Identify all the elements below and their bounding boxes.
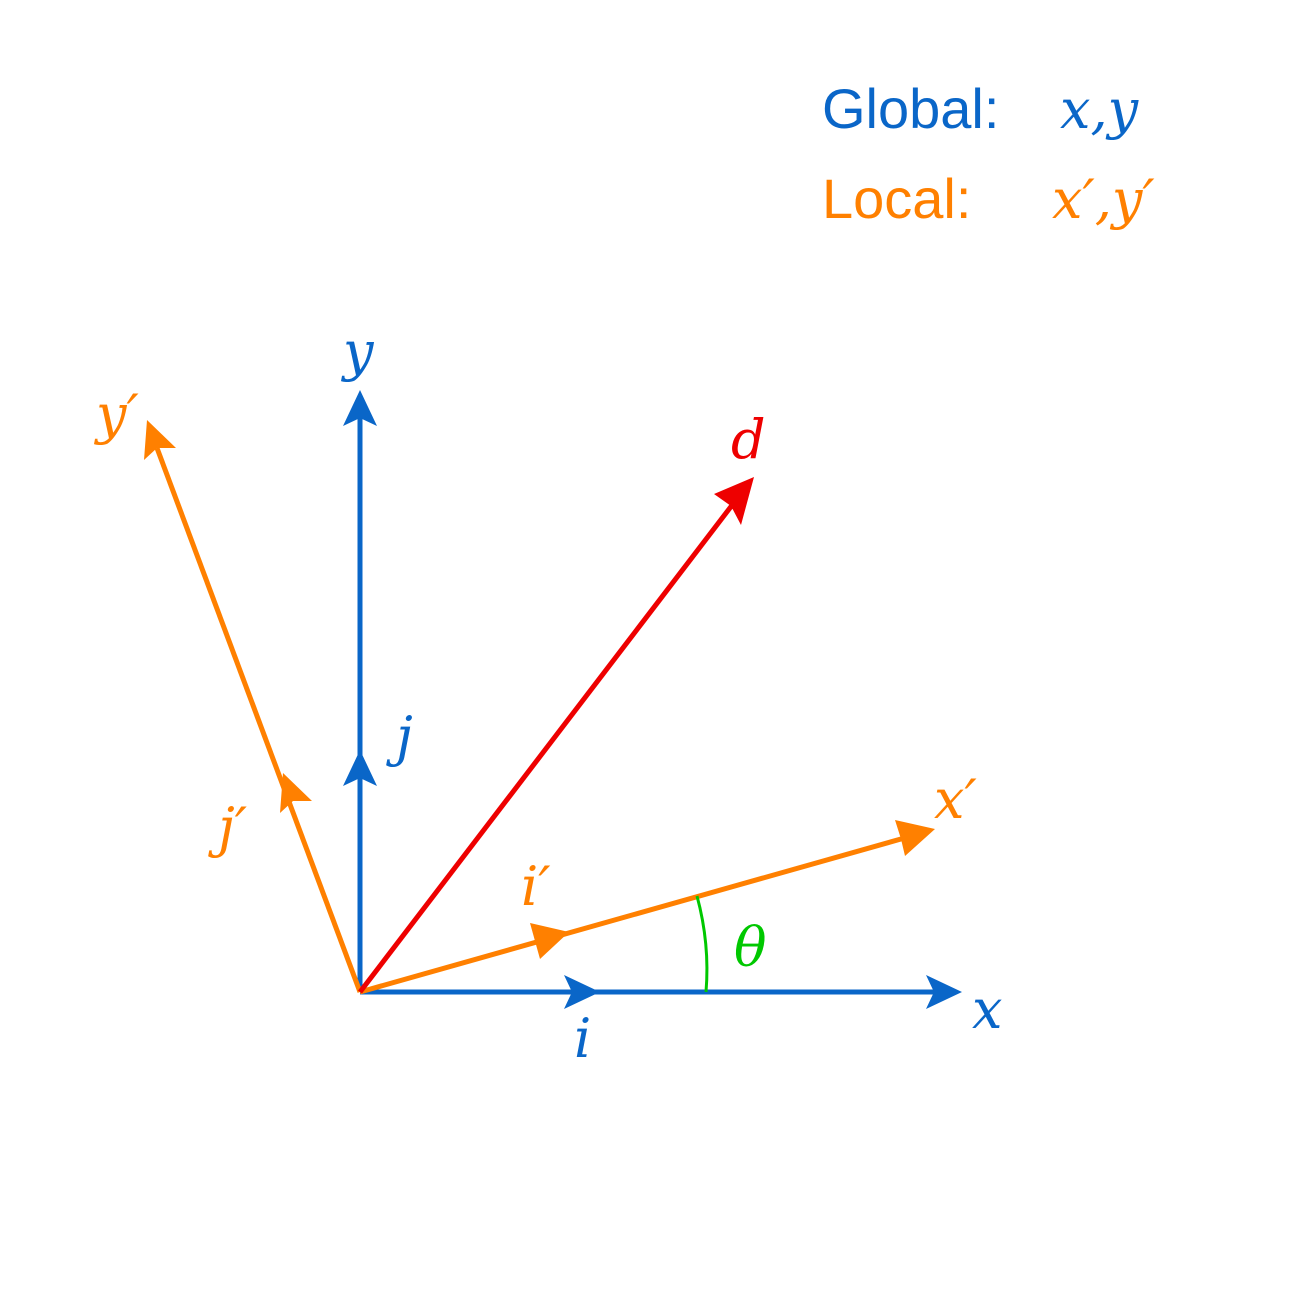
unit-vector-j-arrowhead xyxy=(343,750,377,786)
global-x-arrowhead xyxy=(926,975,962,1009)
unit-vector-j-label: j xyxy=(386,705,413,768)
unit-vector-i-label: i xyxy=(574,1007,591,1070)
legend-local-label: Local: xyxy=(822,167,971,230)
local-y-axis xyxy=(154,447,363,993)
vector-d xyxy=(358,498,738,994)
local-x-label: x′ xyxy=(934,768,977,831)
local-x-arrowhead xyxy=(895,820,935,856)
unit-vector-j-prime-label: j′ xyxy=(208,796,247,859)
vector-d-label: d xyxy=(731,408,766,471)
global-x-label: x xyxy=(972,978,1002,1041)
global-y-arrowhead xyxy=(343,390,377,426)
unit-vector-i-arrowhead xyxy=(564,975,600,1009)
legend-local-vars: x′,y′ xyxy=(1052,168,1155,231)
vector-d-arrowhead xyxy=(714,477,754,525)
legend-global-label: Global: xyxy=(822,77,999,140)
local-x-axis xyxy=(359,834,909,995)
unit-vector-j-prime-arrowhead xyxy=(280,773,312,813)
angle-theta-arc xyxy=(695,895,709,993)
angle-theta-label: θ xyxy=(734,916,767,979)
global-y-label: y xyxy=(341,320,375,383)
local-y-arrowhead xyxy=(144,420,176,460)
unit-vector-i-prime-label: i′ xyxy=(521,855,551,918)
local-y-label: y′ xyxy=(94,383,139,446)
legend-global-vars: x,y xyxy=(1060,78,1140,141)
unit-vector-i-prime-arrowhead xyxy=(530,923,569,959)
